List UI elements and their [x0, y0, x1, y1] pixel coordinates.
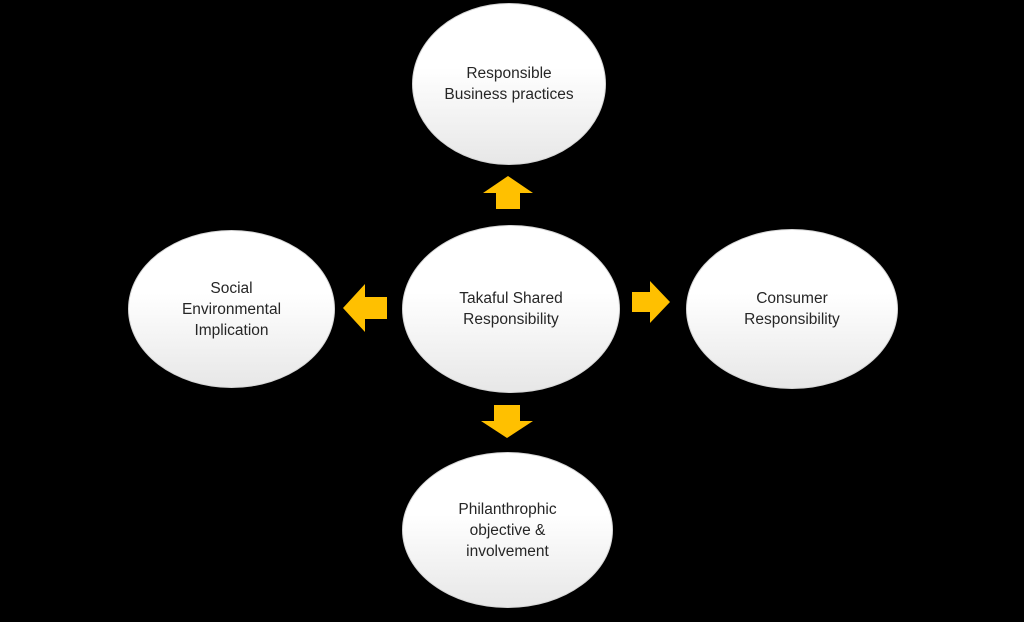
up-arrow-icon: [483, 176, 533, 209]
node-consumer-responsibility-label: Consumer Responsibility: [744, 290, 840, 328]
right-arrow-icon: [632, 281, 670, 323]
node-responsible-business-practices: Responsible Business practices: [412, 3, 606, 165]
down-arrow-icon: [481, 405, 533, 438]
node-philanthrophic-objective-involvement-label: Philanthrophic objective & involvement: [458, 500, 557, 560]
node-social-environmental-implication-label: Social Environmental Implication: [181, 279, 282, 339]
node-responsible-business-practices-label: Responsible Business practices: [444, 65, 574, 103]
left-arrow-icon: [343, 284, 387, 332]
node-takaful-shared-responsibility: Takaful Shared Responsibility: [402, 225, 620, 393]
node-philanthrophic-objective-involvement: Philanthrophic objective & involvement: [402, 452, 613, 608]
node-takaful-shared-responsibility-label: Takaful Shared Responsibility: [459, 290, 563, 328]
node-consumer-responsibility: Consumer Responsibility: [686, 229, 898, 389]
node-social-environmental-implication: Social Environmental Implication: [128, 230, 335, 388]
